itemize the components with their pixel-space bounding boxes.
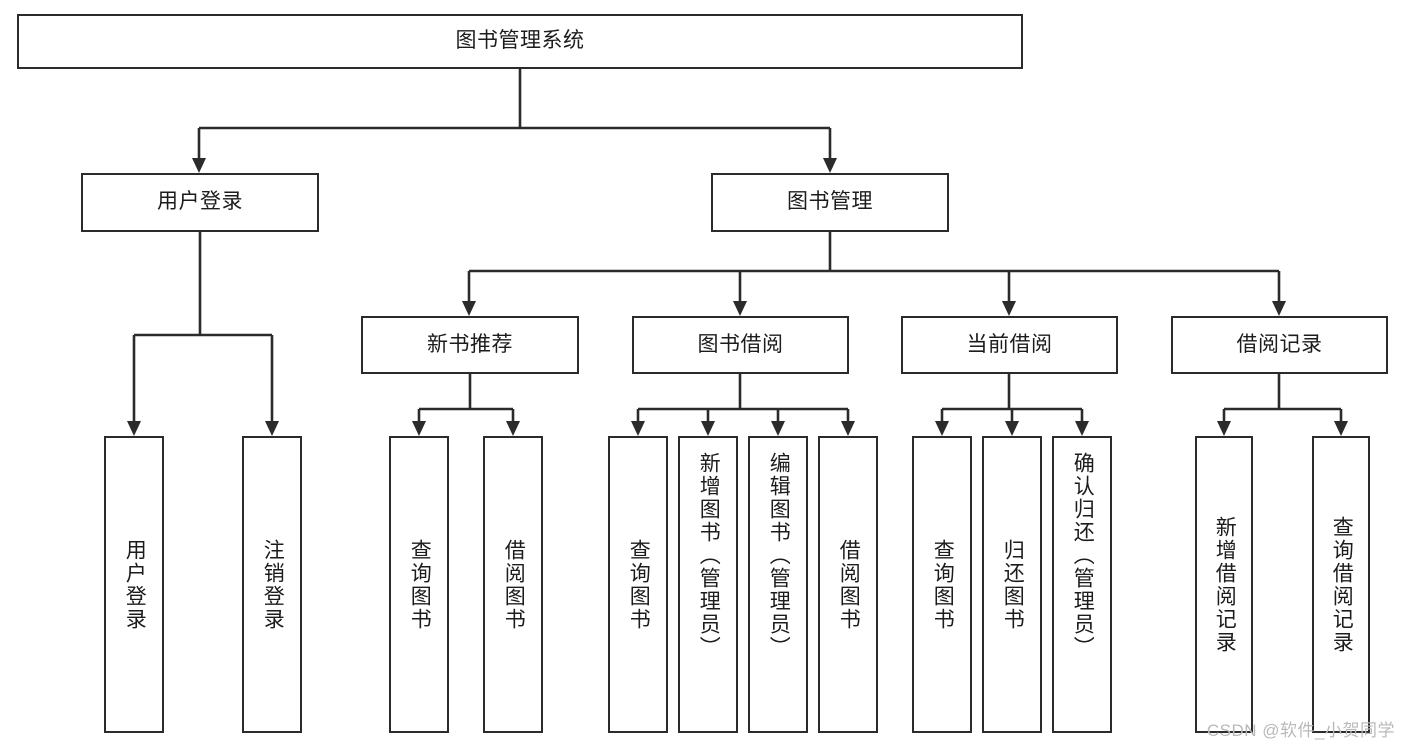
node-leaf-query-book-label: 查询图书 [627,538,651,631]
node-leaf-add-book[interactable]: 新增图书（管理员） [678,436,738,733]
node-leaf-edit-book[interactable]: 编辑图书（管理员） [748,436,808,733]
node-leaf-query-book-cur[interactable]: 查询图书 [912,436,972,733]
node-leaf-edit-book-label: 编辑图书（管理员） [767,452,791,659]
rec-to-leaf-1-arrowhead-icon [506,421,520,436]
node-current-borrow[interactable]: 当前借阅 [901,316,1118,374]
node-leaf-return-book[interactable]: 归还图书 [982,436,1042,733]
node-leaf-return-book-label: 归还图书 [1001,538,1025,631]
manage-to-l3-3-arrowhead-icon [1272,301,1286,316]
node-user-login[interactable]: 用户登录 [81,173,319,232]
current-to-leaf-1-arrowhead-icon [1005,421,1019,436]
manage-to-l3-2-arrowhead-icon [1002,301,1016,316]
node-leaf-user-logout[interactable]: 注销登录 [242,436,302,733]
root-to-l2-0-arrowhead-icon [192,158,206,173]
node-leaf-confirm-return[interactable]: 确认归还（管理员） [1052,436,1112,733]
login-to-leaf-1-arrowhead-icon [265,421,279,436]
node-leaf-query-book-rec-label: 查询图书 [408,538,432,631]
node-leaf-borrow-book-label: 借阅图书 [837,538,861,631]
node-leaf-query-record[interactable]: 查询借阅记录 [1312,436,1370,733]
node-borrow-record[interactable]: 借阅记录 [1171,316,1388,374]
node-leaf-borrow-book[interactable]: 借阅图书 [818,436,878,733]
record-to-leaf-1-arrowhead-icon [1334,421,1348,436]
node-book-manage-label: 图书管理 [787,190,873,214]
node-new-book-rec[interactable]: 新书推荐 [361,316,579,374]
node-leaf-user-logout-label: 注销登录 [261,538,285,631]
node-leaf-borrow-book-rec[interactable]: 借阅图书 [483,436,543,733]
node-leaf-borrow-book-rec-label: 借阅图书 [502,538,526,631]
borrow-to-leaf-3-arrowhead-icon [841,421,855,436]
node-leaf-confirm-return-label: 确认归还（管理员） [1071,452,1095,659]
current-to-leaf-0-arrowhead-icon [935,421,949,436]
node-book-manage[interactable]: 图书管理 [711,173,949,232]
borrow-to-leaf-0-arrowhead-icon [631,421,645,436]
node-book-borrow[interactable]: 图书借阅 [632,316,849,374]
rec-to-leaf-0-arrowhead-icon [412,421,426,436]
node-root[interactable]: 图书管理系统 [17,14,1023,69]
node-leaf-query-book-rec[interactable]: 查询图书 [389,436,449,733]
manage-to-l3-0-arrowhead-icon [462,301,476,316]
borrow-to-leaf-2-arrowhead-icon [771,421,785,436]
node-borrow-record-label: 借阅记录 [1236,332,1323,356]
current-to-leaf-2-arrowhead-icon [1075,421,1089,436]
root-to-l2-1-arrowhead-icon [823,158,837,173]
login-to-leaf-0-arrowhead-icon [127,421,141,436]
manage-to-l3-1-arrowhead-icon [733,301,747,316]
node-new-book-rec-label: 新书推荐 [427,332,513,356]
node-leaf-add-record-label: 新增借阅记录 [1213,515,1237,654]
borrow-to-leaf-1-arrowhead-icon [701,421,715,436]
node-root-label: 图书管理系统 [455,29,585,53]
node-leaf-user-login-label: 用户登录 [123,538,147,631]
node-leaf-add-record[interactable]: 新增借阅记录 [1195,436,1253,733]
node-leaf-user-login[interactable]: 用户登录 [104,436,164,733]
node-book-borrow-label: 图书借阅 [697,332,784,356]
node-current-borrow-label: 当前借阅 [966,332,1053,356]
record-to-leaf-0-arrowhead-icon [1217,421,1231,436]
node-leaf-query-book-cur-label: 查询图书 [931,538,955,631]
node-leaf-query-book[interactable]: 查询图书 [608,436,668,733]
node-leaf-query-record-label: 查询借阅记录 [1330,515,1354,654]
node-user-login-label: 用户登录 [157,190,243,214]
node-leaf-add-book-label: 新增图书（管理员） [697,452,721,659]
